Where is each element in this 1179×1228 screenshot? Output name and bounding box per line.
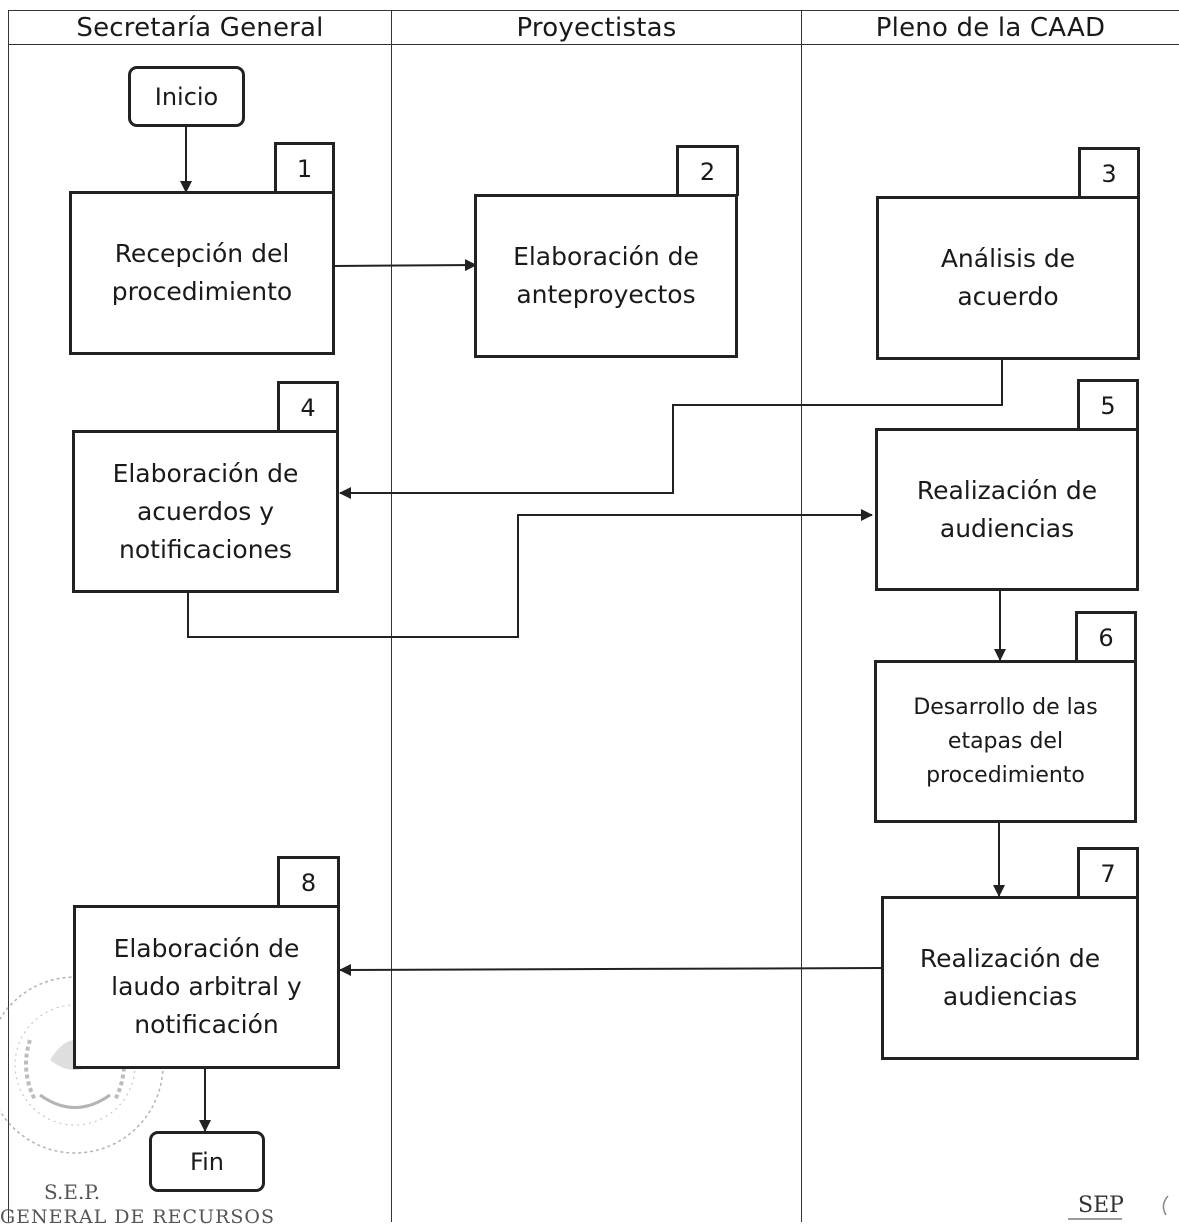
connector-1-2 xyxy=(333,259,477,272)
lane-title-pleno: Pleno de la CAAD xyxy=(875,12,1106,43)
activity-number-6: 6 xyxy=(1075,611,1137,662)
activity-number-8-label: 8 xyxy=(300,869,317,897)
lane-divider-left xyxy=(8,10,9,1222)
lane-title-secretaria: Secretaría General xyxy=(76,12,324,43)
end-terminal-label: Fin xyxy=(190,1147,224,1176)
lane-header-pleno: Pleno de la CAAD xyxy=(801,10,1179,45)
activity-box-6: Desarrollo de las etapas del procedimien… xyxy=(874,660,1137,823)
lane-title-proyectistas: Proyectistas xyxy=(516,12,677,43)
activity-label-1: Recepción del procedimiento xyxy=(111,239,293,306)
activity-label-4: Elaboración de acuerdos y notificaciones xyxy=(112,458,299,564)
activity-box-7: Realización de audiencias xyxy=(881,896,1139,1060)
activity-number-4-label: 4 xyxy=(300,394,316,422)
activity-number-6-label: 6 xyxy=(1098,624,1114,652)
activity-label-2: Elaboración de anteproyectos xyxy=(513,242,699,309)
lane-header-secretaria: Secretaría General xyxy=(8,10,391,45)
lane-divider-2 xyxy=(801,10,802,1222)
activity-number-3-label: 3 xyxy=(1101,160,1117,188)
activity-box-8: Elaboración de laudo arbitral y notifica… xyxy=(73,905,340,1069)
activity-number-1: 1 xyxy=(274,142,335,193)
activity-label-8: Elaboración de laudo arbitral y notifica… xyxy=(111,934,302,1039)
activity-number-1-label: 1 xyxy=(296,155,313,183)
activity-number-7: 7 xyxy=(1077,847,1139,898)
activity-number-5: 5 xyxy=(1077,379,1139,430)
activity-number-4: 4 xyxy=(277,381,339,432)
start-terminal-label: Inicio xyxy=(154,82,219,111)
activity-box-3: Análisis de acuerdo xyxy=(876,196,1140,360)
activity-box-4: Elaboración de acuerdos y notificaciones xyxy=(72,430,339,593)
end-terminal: Fin xyxy=(149,1131,265,1192)
seal-label-text: S.E.P. xyxy=(44,1180,101,1204)
activity-number-2: 2 xyxy=(676,145,739,196)
activity-label-7: Realización de audiencias xyxy=(919,944,1101,1011)
activity-box-5: Realización de audiencias xyxy=(875,428,1139,591)
lane-header-proyectistas: Proyectistas xyxy=(391,10,801,45)
activity-box-1: Recepción del procedimiento xyxy=(69,191,335,355)
lane-divider-1 xyxy=(391,10,392,1222)
activity-label-3: Análisis de acuerdo xyxy=(940,244,1076,311)
activity-label-6: Desarrollo de las etapas del procedimien… xyxy=(913,694,1098,788)
seal-bottom-text-value: GENERAL DE RECURSOS xyxy=(0,1206,276,1228)
activity-box-2: Elaboración de anteproyectos xyxy=(474,194,738,358)
corner-logo-text: SEP xyxy=(1078,1193,1124,1218)
start-terminal: Inicio xyxy=(128,66,245,127)
corner-logo: SEP xyxy=(1078,1193,1124,1218)
activity-number-2-label: 2 xyxy=(699,158,716,186)
activity-number-7-label: 7 xyxy=(1100,860,1116,888)
activity-number-8: 8 xyxy=(277,856,340,907)
activity-number-3: 3 xyxy=(1078,147,1140,198)
seal-label: S.E.P. xyxy=(44,1180,100,1204)
seal-bottom-text: GENERAL DE RECURSOS xyxy=(0,1206,275,1228)
activity-label-5: Realización de audiencias xyxy=(916,475,1098,543)
activity-number-5-label: 5 xyxy=(1100,392,1116,420)
